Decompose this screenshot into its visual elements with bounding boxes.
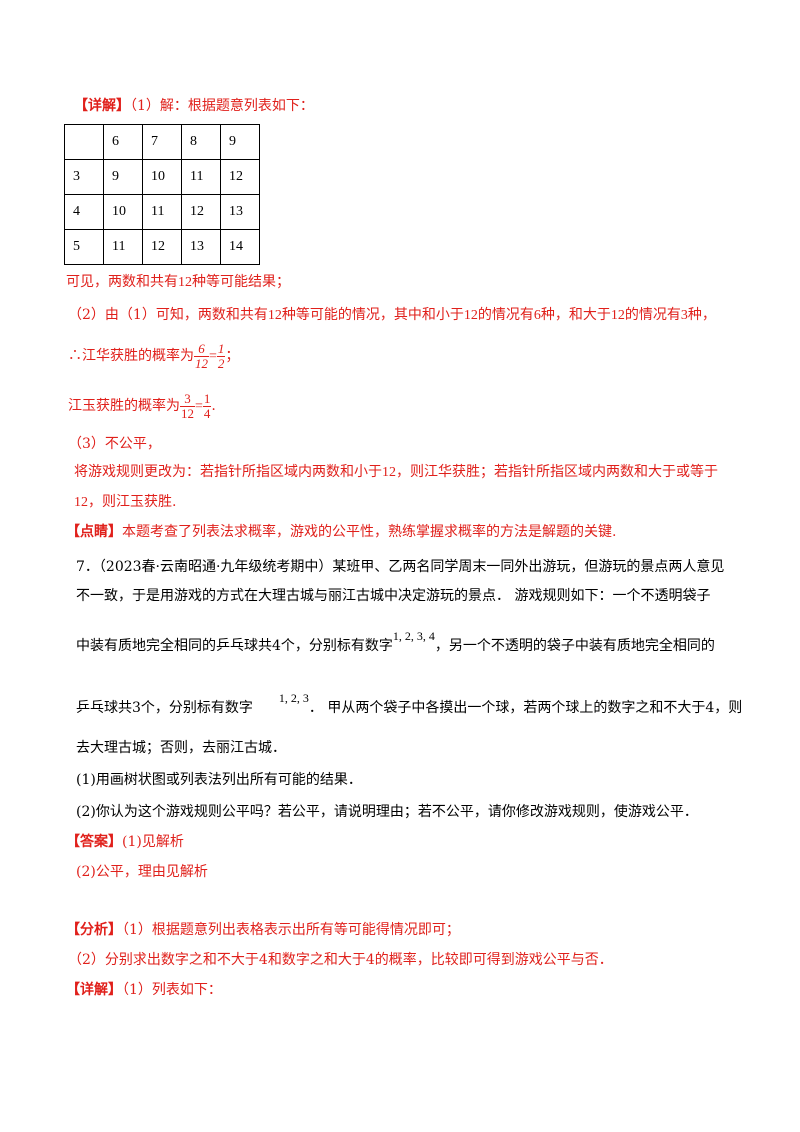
table-cell: 11 [181, 159, 221, 195]
table-cell: 9 [103, 159, 143, 195]
table-cell: 9 [220, 124, 260, 160]
equals-sign: = [195, 399, 203, 414]
text-span: ，则江华获胜；若指针所指区域内两数和大于或等于 [396, 464, 718, 480]
denominator: 4 [203, 405, 211, 421]
table-cell: 12 [142, 229, 182, 265]
part3-line: （3）不公平， [68, 436, 161, 452]
text-span: ，另一个不透明的袋子中装有质地完全相同的 [434, 638, 715, 654]
table-row: 4 10 11 12 13 [64, 194, 260, 230]
number: 12 [463, 308, 478, 323]
denominator: 2 [217, 355, 225, 371]
analysis-line-1: 【分析】（1）根据题意列出表格表示出所有等可能得情况即可； [66, 920, 460, 940]
conclusion-line: 可见，两数和共有12种等可能结果； [66, 272, 290, 293]
table-cell: 8 [181, 124, 221, 160]
number: 12 [74, 495, 88, 510]
equals-sign: = [209, 349, 217, 364]
q7-line-1: 7．（2023春·云南昭通·九年级统考期中）某班甲、乙两名同学周末一同外出游玩，… [76, 559, 725, 575]
text-span: （2）由（1）可知，两数和共有 [68, 307, 268, 323]
detail-text: （1）解：根据题意列表如下： [130, 98, 314, 114]
text-span: 可见，两数和共有 [66, 274, 178, 290]
text-span: 种，和大于 [540, 307, 611, 323]
number: 6 [533, 308, 541, 323]
answer-text: (1)见解析 [122, 834, 184, 850]
table-cell: 13 [220, 194, 260, 230]
q7-subq-2: (2)你认为这个游戏规则公平吗？若公平，请说明理由；若不公平，请你修改游戏规则，… [76, 804, 698, 820]
text-span: 种等可能的情况，其中和小于 [281, 307, 464, 323]
table-cell: 11 [103, 229, 143, 265]
number: 12 [610, 308, 625, 323]
detail-heading: 【详解】（1）解：根据题意列表如下： [74, 96, 314, 116]
numerator: 1 [216, 340, 226, 357]
text-span: 种， [687, 307, 716, 323]
table-cell: 13 [181, 229, 221, 265]
text-span: . [211, 398, 216, 414]
number: 12 [267, 308, 282, 323]
number-set: 1, 2, 3 [278, 691, 309, 705]
text-span: ∴江华获胜的概率为 [68, 348, 194, 364]
text-span: ，则江玉获胜. [88, 494, 177, 510]
table-row: 6 7 8 9 [64, 124, 260, 160]
table-cell [64, 124, 104, 160]
table-cell: 7 [142, 124, 182, 160]
dianjing-line: 【点睛】本题考查了列表法求概率，游戏的公平性，熟练掌握求概率的方法是解题的关键. [66, 522, 616, 542]
table-cell: 10 [142, 159, 182, 195]
table-cell: 14 [220, 229, 260, 265]
text-span: 的情况有 [477, 307, 534, 323]
text-span: 种等可能结果； [192, 274, 290, 290]
table-cell: 11 [142, 194, 182, 230]
denominator: 12 [195, 355, 208, 371]
detail-text-2: （1）列表如下： [122, 982, 222, 998]
answer-line: 【答案】(1)见解析 [66, 832, 184, 852]
table-cell: 12 [181, 194, 221, 230]
denominator: 12 [181, 405, 194, 421]
table-row: 3 9 10 11 12 [64, 159, 260, 195]
answer-tag: 【答案】 [66, 834, 122, 850]
text-span: ． 甲从两个袋子中各摸出一个球，若两个球上的数字之和不大于4，则 [308, 700, 743, 716]
q7-line-3: 中装有质地完全相同的乒乓球共4个，分别标有数字1, 2, 3, 4，另一个不透明… [76, 629, 715, 656]
rule-line-2: 12，则江玉获胜. [74, 492, 176, 513]
number: 12 [178, 275, 192, 290]
part2-line: （2）由（1）可知，两数和共有12种等可能的情况，其中和小于12的情况有6种，和… [68, 305, 716, 326]
rule-line-1: 将游戏规则更改为：若指针所指区域内两数和小于12，则江华获胜；若指针所指区域内两… [74, 462, 718, 483]
table-cell: 4 [64, 194, 104, 230]
number: 3 [680, 308, 688, 323]
sum-table: 6 7 8 9 3 9 10 11 12 4 10 11 12 13 5 11 … [64, 124, 260, 265]
q7-line-2: 不一致，于是用游戏的方式在大理古城与丽江古城中决定游玩的景点． 游戏规则如下：一… [76, 588, 711, 604]
dianjing-text: 本题考查了列表法求概率，游戏的公平性，熟练掌握求概率的方法是解题的关键. [122, 524, 617, 540]
text-span: ； [225, 348, 240, 364]
dianjing-tag: 【点睛】 [66, 524, 122, 540]
detail-tag-2: 【详解】 [66, 982, 122, 998]
number: 12 [382, 465, 396, 480]
table-cell: 3 [64, 159, 104, 195]
numerator: 1 [202, 390, 212, 407]
table-cell: 12 [220, 159, 260, 195]
q7-line-5: 去大理古城；否则，去丽江古城． [76, 740, 286, 756]
number-set: 1, 2, 3, 4 [392, 629, 435, 643]
analysis-line-2: （2）分别求出数字之和不大于4和数字之和大于4的概率，比较即可得到游戏公平与否． [68, 952, 613, 968]
text-span: 江玉获胜的概率为 [68, 398, 180, 414]
detail-line-2: 【详解】（1）列表如下： [66, 980, 222, 1000]
table-cell: 5 [64, 229, 104, 265]
analysis-text: （1）根据题意列出表格表示出所有等可能得情况即可； [122, 922, 460, 938]
table-row: 5 11 12 13 14 [64, 229, 260, 265]
q7-subq-1: (1)用画树状图或列表法列出所有可能的结果． [76, 772, 362, 788]
numerator: 6 [194, 341, 209, 357]
table-cell: 10 [103, 194, 143, 230]
table-cell: 6 [103, 124, 143, 160]
numerator: 3 [180, 391, 195, 407]
text-span: 中装有质地完全相同的乒乓球共4个，分别标有数字 [76, 638, 393, 654]
analysis-tag: 【分析】 [66, 922, 122, 938]
answer-line-2: (2)公平，理由见解析 [76, 864, 208, 880]
q7-line-4: 乒乓球共3个，分别标有数字 1, 2, 3． 甲从两个袋子中各摸出一个球，若两个球… [76, 691, 743, 718]
text-span: 的情况有 [624, 307, 681, 323]
detail-tag: 【详解】 [74, 98, 130, 114]
text-span: 乒乓球共3个，分别标有数字 [76, 700, 253, 716]
text-span: 将游戏规则更改为：若指针所指区域内两数和小于 [74, 464, 382, 480]
